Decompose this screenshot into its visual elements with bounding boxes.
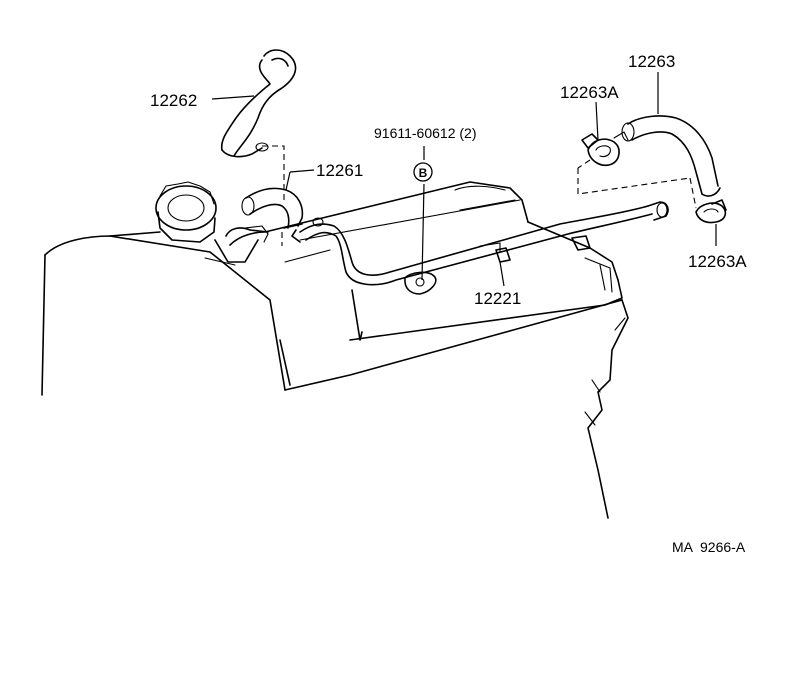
ventilation-pipe-12221 [291, 201, 669, 295]
clamp-12263a-lower [695, 199, 727, 224]
hose-12261 [241, 187, 304, 229]
hose-12263 [621, 115, 721, 197]
hose-12262 [220, 49, 297, 158]
label-12263a-upper: 12263A [560, 83, 619, 102]
bolt-marker-circle [413, 162, 433, 182]
label-12263: 12263 [628, 52, 675, 71]
label-12221: 12221 [474, 289, 521, 308]
label-bolt-91611-60612: 91611-60612 (2) [374, 125, 476, 141]
figure-code: MA 9266-A [672, 539, 746, 555]
label-12262: 12262 [150, 91, 197, 110]
engine-block [41, 181, 629, 519]
bolt-marker-letter: B [419, 166, 428, 180]
leader-lines [211, 72, 717, 287]
label-12263a-lower: 12263A [688, 252, 747, 271]
label-12261: 12261 [316, 161, 363, 180]
alignment-dashes [262, 145, 697, 246]
